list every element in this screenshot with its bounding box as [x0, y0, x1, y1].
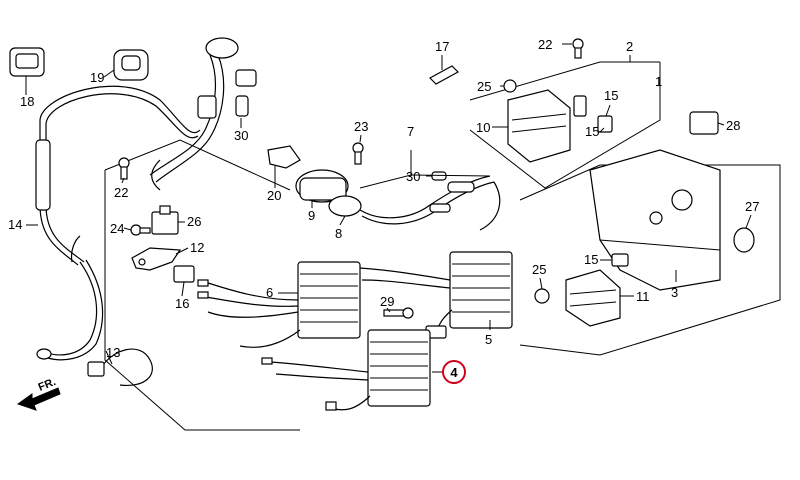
main-wire-harness: [35, 85, 201, 361]
callout-30-top: 30: [234, 128, 248, 143]
callout-14: 14: [8, 217, 22, 232]
part-25-grommet-bottom: [534, 288, 550, 304]
part-22-bolt-left: [118, 157, 130, 180]
part-19-cover: [113, 49, 149, 81]
callout-4: 4: [450, 365, 458, 380]
leader-lines: [25, 43, 752, 373]
part-8-cap: [328, 195, 362, 217]
callout-15-bottom: 15: [584, 252, 598, 267]
callout-29: 29: [380, 294, 394, 309]
callout-25-bottom: 25: [532, 262, 546, 277]
callout-7: 7: [407, 124, 414, 139]
callout-6: 6: [266, 285, 273, 300]
callout-12: 12: [190, 240, 204, 255]
callout-25-top: 25: [477, 79, 491, 94]
callout-9: 9: [308, 208, 315, 223]
part-27-grommet: [733, 227, 755, 253]
part-28-connector: [689, 111, 719, 135]
callout-13: 13: [106, 345, 120, 360]
callout-23: 23: [354, 119, 368, 134]
callout-1: 1: [655, 74, 662, 89]
callout-24: 24: [110, 221, 124, 236]
part-20-plug-cap: [267, 145, 301, 169]
callout-30-middle: 30: [406, 169, 420, 184]
callout-22-left: 22: [114, 185, 128, 200]
assembly-frame-left: [104, 139, 300, 431]
part-7-harness: [359, 175, 501, 231]
part-22-bolt-right: [572, 38, 584, 59]
callout-20: 20: [267, 188, 281, 203]
callout-28: 28: [726, 118, 740, 133]
part-23-bolt: [352, 142, 364, 165]
part-18-grommet: [9, 47, 45, 77]
part-24-bolt: [130, 224, 151, 236]
callout-3: 3: [671, 285, 678, 300]
highlighted-callout-4[interactable]: 4: [442, 360, 466, 384]
callout-18: 18: [20, 94, 34, 109]
part-10-box: [507, 89, 587, 163]
part-29-bolt: [383, 307, 414, 319]
callout-10: 10: [476, 120, 490, 135]
callout-5: 5: [485, 332, 492, 347]
part-15-clip-top: [597, 115, 613, 133]
callout-11: 11: [636, 289, 650, 304]
part-13-cable: [87, 348, 153, 387]
part-25-grommet-top: [503, 79, 517, 93]
callout-26: 26: [187, 214, 201, 229]
callout-15-top-a: 15: [604, 88, 618, 103]
part-4-regulator: [261, 329, 431, 411]
callout-15-top-b: 15: [585, 124, 599, 139]
callout-2: 2: [626, 39, 633, 54]
callout-27: 27: [745, 199, 759, 214]
part-11-block: [565, 269, 621, 327]
part-26-clip: [151, 205, 179, 235]
callout-22-right: 22: [538, 37, 552, 52]
part-6-regulator: [197, 261, 361, 348]
callout-8: 8: [335, 226, 342, 241]
part-30-fuse-middle: [431, 171, 447, 181]
part-9-coil: [295, 169, 349, 203]
highlight-ring: [442, 360, 466, 384]
front-direction-indicator: FR.: [16, 376, 61, 411]
part-5-regulator: [359, 251, 513, 339]
callout-19: 19: [90, 70, 104, 85]
part-12-bracket: [131, 247, 182, 271]
callout-17: 17: [435, 39, 449, 54]
callouts: 18 19 30 14 13 22 24 26 12 16 6 5 29 20 …: [8, 37, 759, 360]
part-3-bracket: [589, 149, 721, 291]
callout-16: 16: [175, 296, 189, 311]
part-17-holder: [429, 65, 459, 85]
part-16-connector: [173, 265, 195, 283]
front-arrow-icon: [16, 387, 61, 411]
part-30-fuse-holder-top: [149, 37, 257, 191]
part-15-clip-bottom: [611, 253, 629, 267]
